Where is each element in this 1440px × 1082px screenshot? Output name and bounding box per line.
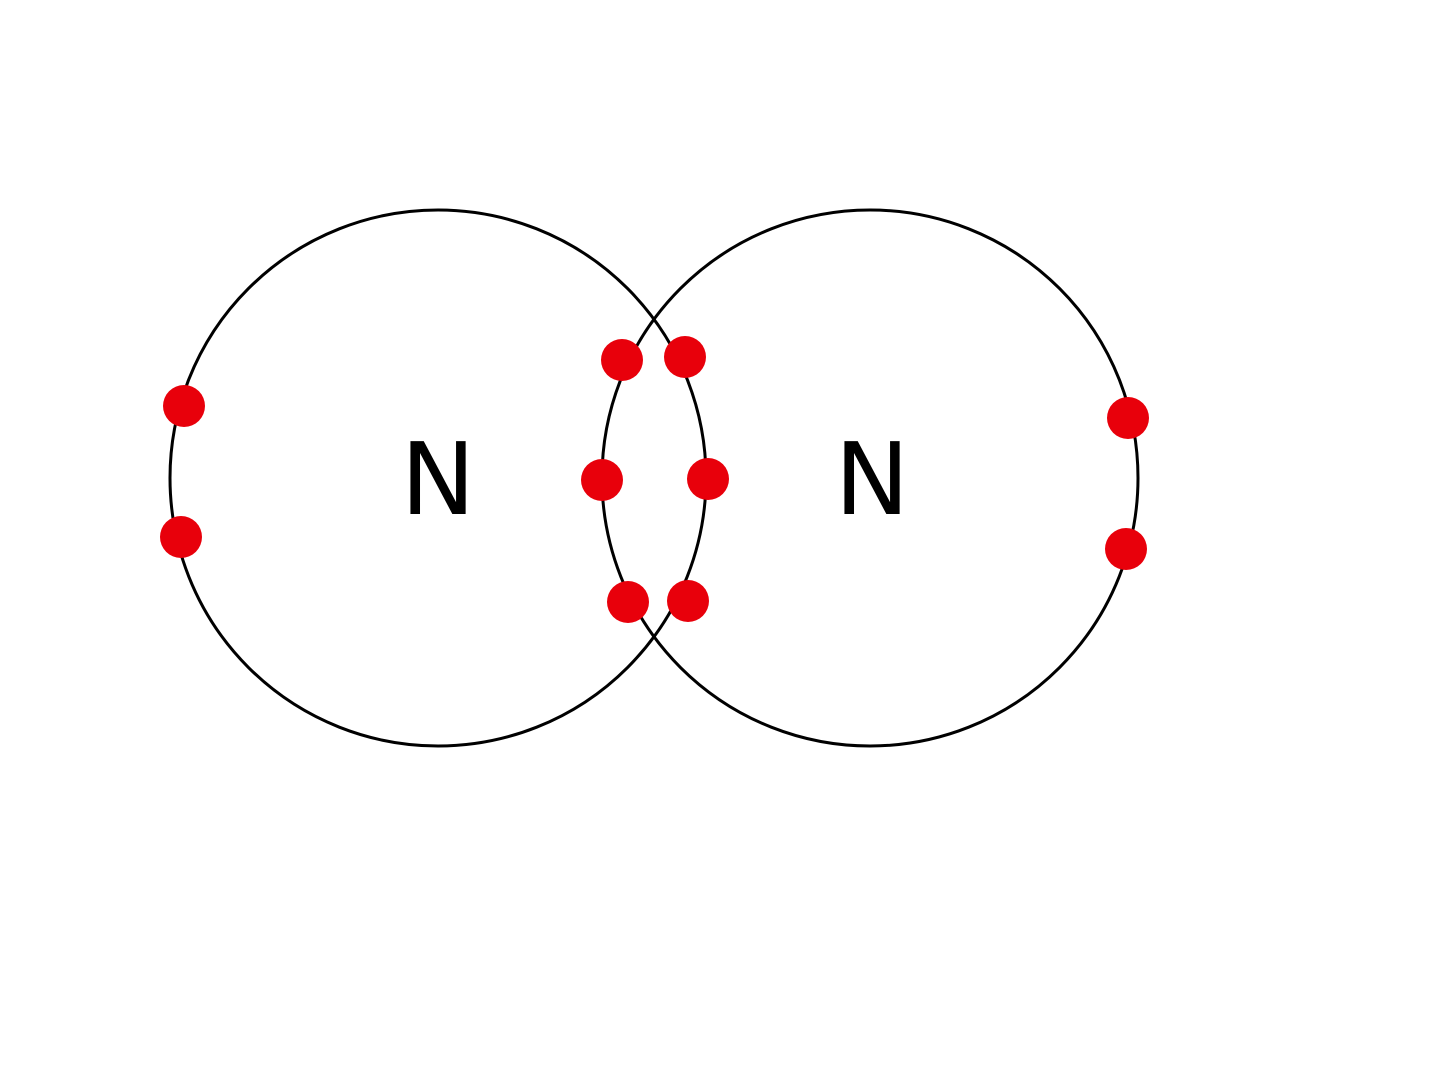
left-atom-symbol: N [401,421,476,538]
shared-electron-3 [581,459,623,501]
right-lone-pair-electron-2 [1105,528,1147,570]
electrons-group [160,336,1149,623]
shared-electron-2 [664,336,706,378]
right-atom-symbol: N [835,421,910,538]
right-lone-pair-electron-1 [1107,397,1149,439]
shared-electron-1 [601,339,643,381]
left-lone-pair-electron-1 [163,385,205,427]
shared-electron-6 [667,580,709,622]
shared-electron-4 [687,458,729,500]
left-lone-pair-electron-2 [160,516,202,558]
shared-electron-5 [607,581,649,623]
